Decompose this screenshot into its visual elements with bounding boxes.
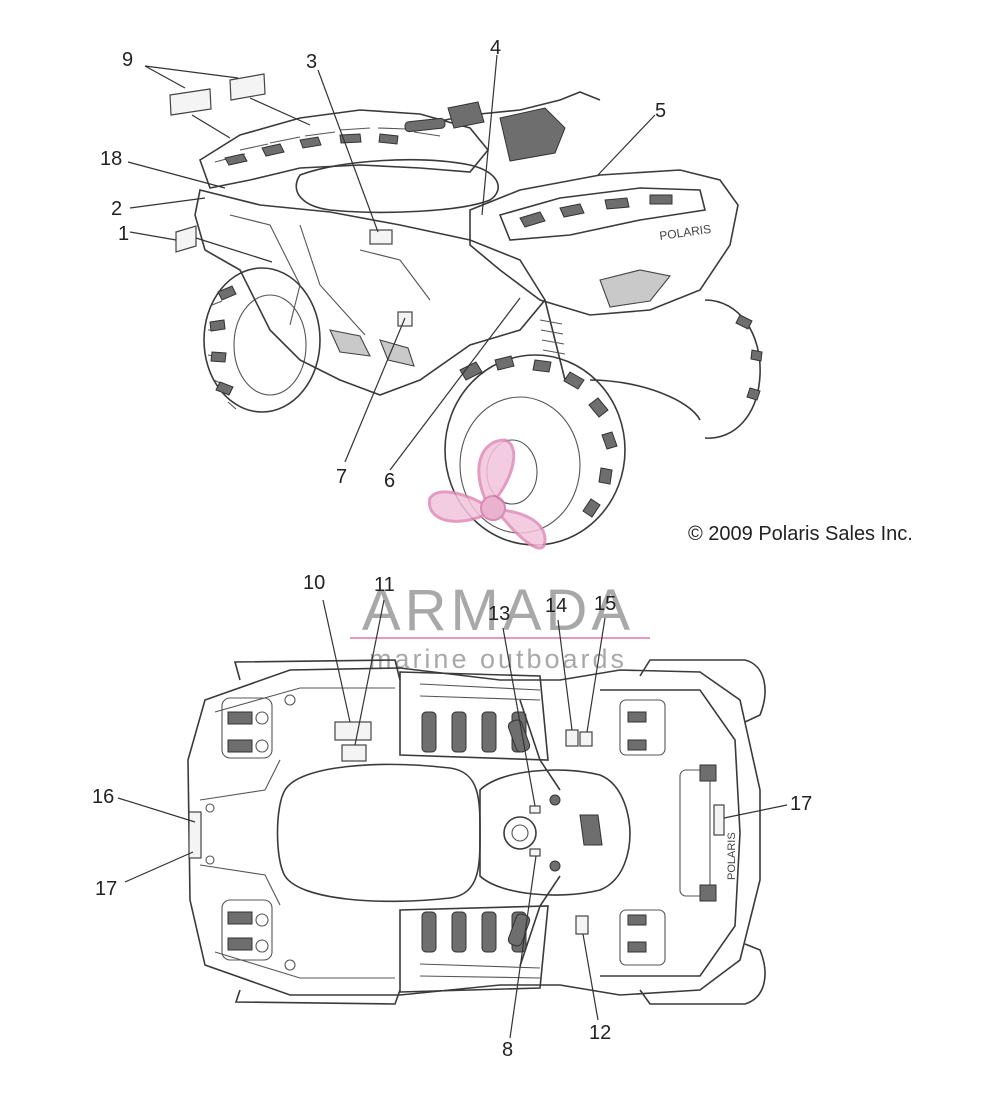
svg-text:POLARIS: POLARIS bbox=[658, 222, 711, 243]
watermark-title: ARMADA bbox=[362, 578, 634, 643]
callout-13: 13 bbox=[488, 603, 510, 625]
decal-12 bbox=[575, 915, 589, 935]
callout-14: 14 bbox=[545, 595, 567, 617]
rear-left-wheel bbox=[203, 267, 321, 413]
decal-9b bbox=[229, 73, 266, 101]
callout-18: 18 bbox=[100, 148, 122, 170]
body-side bbox=[194, 189, 546, 396]
seat-top bbox=[276, 763, 481, 903]
callout-8: 8 bbox=[502, 1039, 513, 1061]
decal-11 bbox=[341, 744, 367, 762]
rear-rack bbox=[199, 109, 490, 189]
callout-4: 4 bbox=[490, 37, 501, 59]
front-rack-top: POLARIS bbox=[600, 689, 741, 977]
callout-16: 16 bbox=[92, 786, 114, 808]
decal-1 bbox=[175, 225, 197, 253]
front-rack bbox=[498, 187, 706, 241]
callout-10: 10 bbox=[303, 572, 325, 594]
rear-rack-top bbox=[205, 694, 296, 971]
decal-8 bbox=[529, 848, 541, 857]
callout-15: 15 bbox=[594, 593, 616, 615]
decal-10 bbox=[334, 721, 372, 741]
svg-text:POLARIS: POLARIS bbox=[726, 832, 738, 880]
decal-3 bbox=[369, 229, 393, 245]
callout-labels: 9 3 4 5 18 2 1 7 6 10 11 13 14 15 16 17 … bbox=[92, 37, 812, 1061]
top-view-decals bbox=[127, 54, 656, 471]
decal-17-front bbox=[713, 804, 725, 836]
callout-17-front: 17 bbox=[790, 793, 812, 815]
callout-5: 5 bbox=[655, 100, 666, 122]
callout-11: 11 bbox=[374, 574, 395, 596]
callout-17-rear: 17 bbox=[95, 878, 117, 900]
rear-right-wheel bbox=[704, 299, 763, 439]
copyright-notice: © 2009 Polaris Sales Inc. bbox=[688, 523, 913, 545]
decal-9a bbox=[169, 88, 212, 116]
decal-15 bbox=[579, 731, 593, 747]
fuel-tank bbox=[479, 769, 631, 896]
decal-13 bbox=[529, 805, 541, 814]
callout-7: 7 bbox=[336, 466, 347, 488]
callout-12: 12 bbox=[589, 1022, 611, 1044]
body-outline bbox=[187, 667, 761, 996]
bottom-view-decals bbox=[117, 599, 788, 1039]
atv-top-down-view: POLARIS bbox=[187, 659, 766, 1005]
propeller-icon bbox=[428, 438, 547, 550]
callout-1: 1 bbox=[118, 223, 129, 245]
callout-9: 9 bbox=[122, 49, 133, 71]
armada-watermark: ARMADA marine outboards bbox=[350, 438, 650, 674]
decal-14 bbox=[565, 729, 579, 747]
atv-perspective-view: POLARIS bbox=[194, 91, 763, 546]
callout-3: 3 bbox=[306, 51, 317, 73]
seat bbox=[295, 158, 499, 214]
callout-2: 2 bbox=[111, 198, 122, 220]
decal-16 bbox=[188, 811, 202, 859]
front-fender bbox=[469, 169, 739, 316]
callout-6: 6 bbox=[384, 470, 395, 492]
